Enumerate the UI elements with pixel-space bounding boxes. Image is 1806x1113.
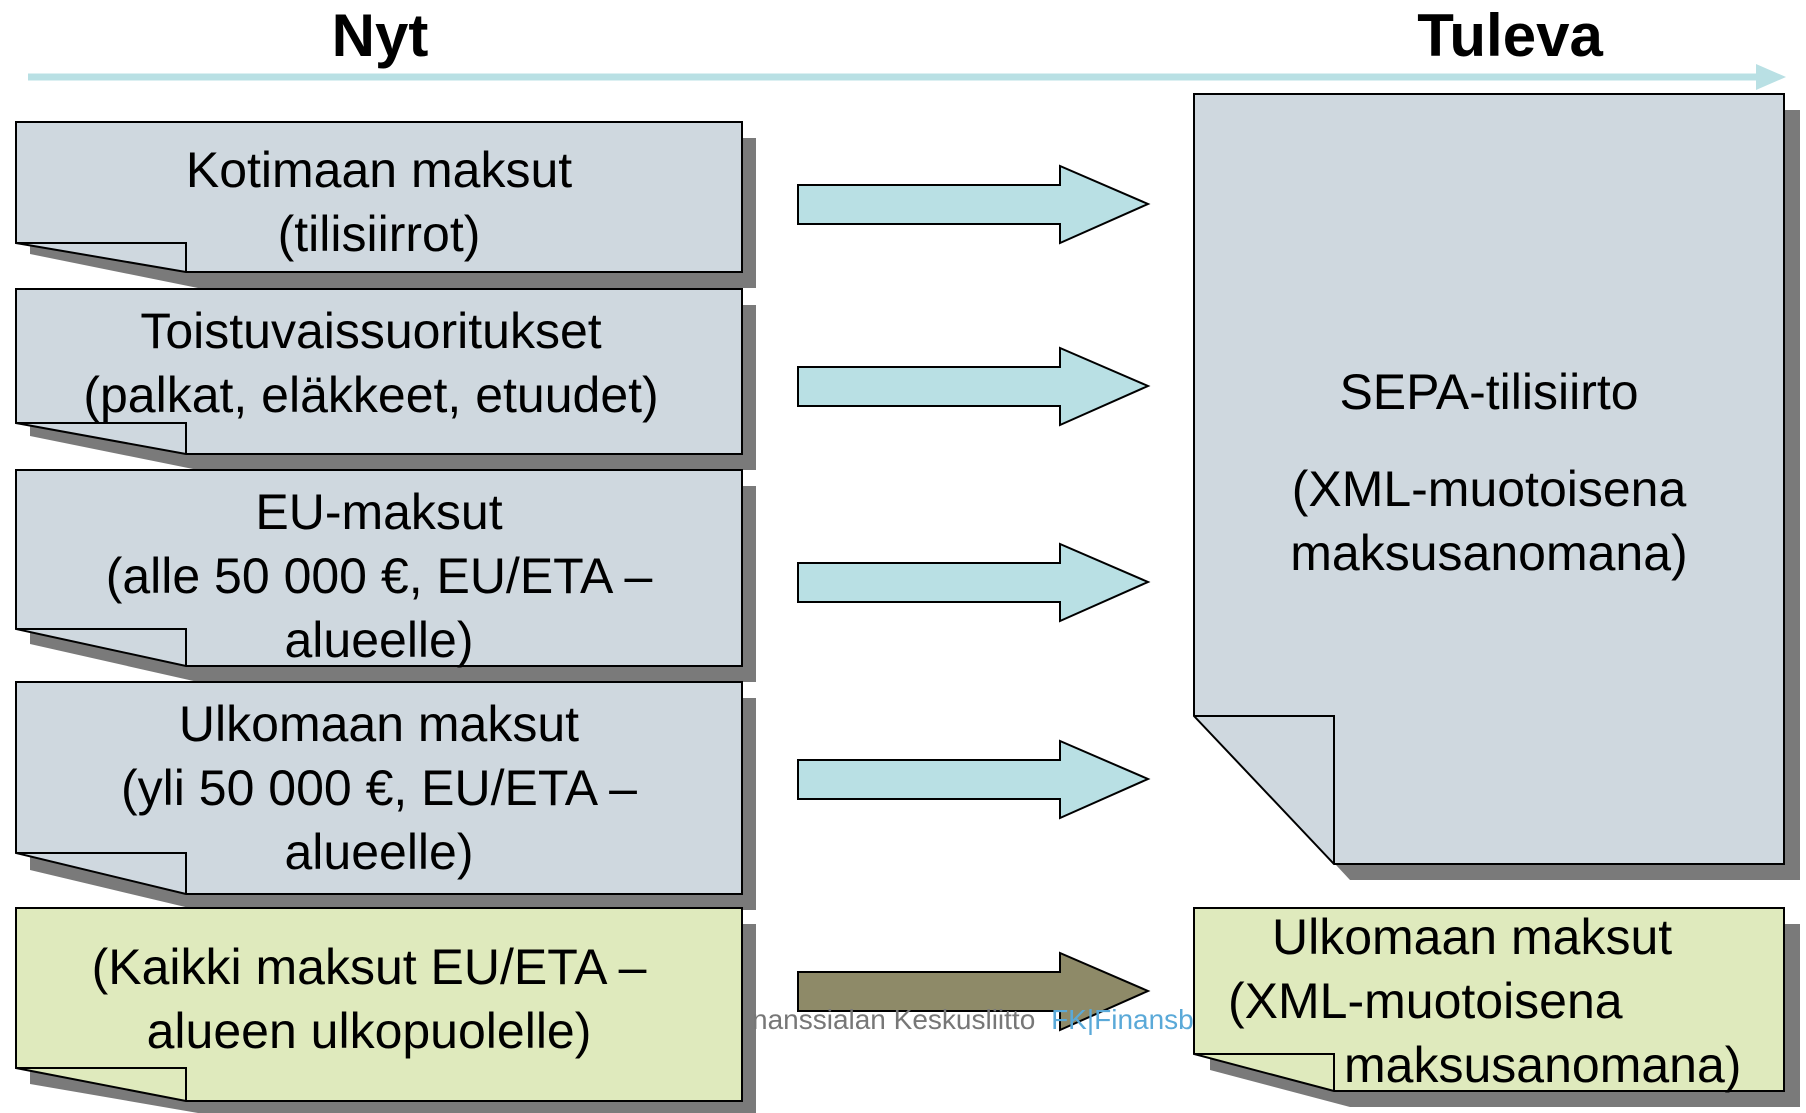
now-box-5-line-1: (Kaikki maksut EU/ETA – bbox=[91, 939, 647, 995]
future-foreign-line-3: maksusanomana) bbox=[1344, 1037, 1742, 1093]
future-main-line-1: (XML-muotoisena bbox=[1291, 461, 1687, 517]
future-foreign-text: Ulkomaan maksut (XML-muotoisena maksusan… bbox=[1194, 905, 1774, 1097]
now-box-1-text: Kotimaan maksut (tilisiirrot) bbox=[16, 138, 742, 266]
future-foreign-line-1: Ulkomaan maksut bbox=[1272, 909, 1673, 965]
block-arrow-2 bbox=[797, 346, 1151, 427]
now-box-2 bbox=[15, 288, 756, 470]
now-box-2-line-2: (palkat, eläkkeet, etuudet) bbox=[83, 367, 659, 423]
heading-now: Nyt bbox=[331, 2, 429, 69]
heading-future: Tuleva bbox=[1417, 2, 1603, 69]
now-box-1-line-2: (tilisiirrot) bbox=[277, 206, 481, 262]
now-box-3 bbox=[15, 469, 756, 682]
now-box-3-line-3: alueelle) bbox=[284, 612, 474, 668]
block-arrow-5 bbox=[797, 951, 1151, 1032]
now-box-5-line-2: alueen ulkopuolelle) bbox=[146, 1003, 592, 1059]
future-main-text: (XML-muotoisena maksusanomana) bbox=[1194, 457, 1784, 585]
now-box-3-line-1: EU-maksut bbox=[255, 484, 503, 540]
now-box-1-line-1: Kotimaan maksut bbox=[185, 142, 573, 198]
now-box-5-text: (Kaikki maksut EU/ETA – alueen ulkopuole… bbox=[16, 935, 722, 1063]
now-box-5 bbox=[15, 907, 756, 1113]
future-foreign-box bbox=[1193, 907, 1800, 1107]
now-box-4-line-2: (yli 50 000 €, EU/ETA – bbox=[121, 760, 637, 816]
now-box-1 bbox=[15, 121, 756, 288]
timeline-arrow bbox=[28, 64, 1786, 90]
now-box-4 bbox=[15, 681, 756, 910]
now-box-4-text: Ulkomaan maksut (yli 50 000 €, EU/ETA – … bbox=[16, 692, 742, 884]
now-box-4-line-3: alueelle) bbox=[284, 824, 474, 880]
now-box-4-line-1: Ulkomaan maksut bbox=[178, 696, 580, 752]
logo-text: nanssialan Keskusliitto FK|Finansb bbox=[752, 1004, 1194, 1036]
logo-right-text: FK|Finansb bbox=[1051, 1004, 1194, 1035]
logo-left-text: nanssialan Keskusliitto bbox=[752, 1004, 1036, 1035]
now-box-2-text: Toistuvaissuoritukset (palkat, eläkkeet,… bbox=[0, 299, 742, 427]
now-box-2-line-1: Toistuvaissuoritukset bbox=[140, 303, 602, 359]
block-arrow-4 bbox=[797, 739, 1151, 820]
block-arrow-3 bbox=[797, 542, 1151, 623]
block-arrow-1 bbox=[797, 164, 1151, 245]
future-foreign-line-2: (XML-muotoisena bbox=[1228, 973, 1623, 1029]
now-box-3-line-2: (alle 50 000 €, EU/ETA – bbox=[105, 548, 653, 604]
future-main-box bbox=[1193, 93, 1800, 880]
future-main-title: SEPA-tilisiirto bbox=[1339, 364, 1639, 420]
future-main-line-2: maksusanomana) bbox=[1290, 525, 1688, 581]
now-box-3-text: EU-maksut (alle 50 000 €, EU/ETA – aluee… bbox=[16, 480, 742, 672]
